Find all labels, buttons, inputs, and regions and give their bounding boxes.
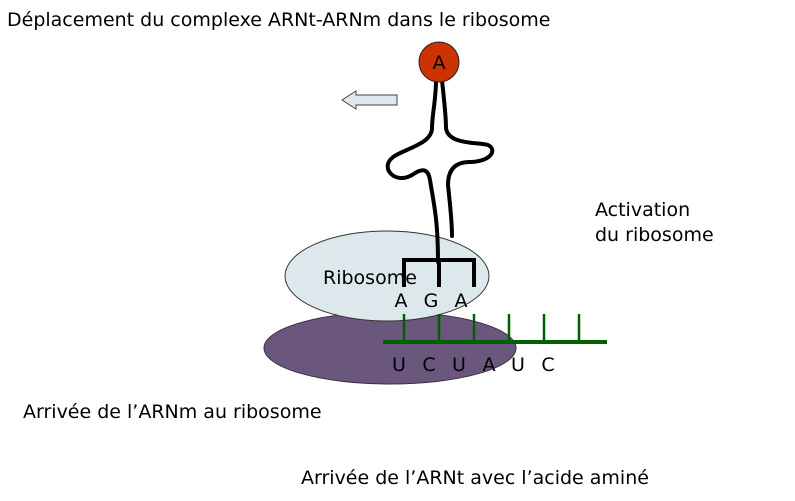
- ribosome-large-subunit: [263, 311, 517, 385]
- amino-acid-circle: [418, 41, 460, 83]
- left-arrow-icon: [341, 90, 398, 110]
- codon-base: C: [422, 354, 435, 376]
- anticodon-base: A: [395, 290, 408, 312]
- diagram-title: Déplacement du complexe ARNt-ARNm dans l…: [7, 9, 551, 31]
- activation-label-line2: du ribosome: [595, 224, 714, 246]
- codon-base: C: [541, 354, 554, 376]
- anticodon-bracket: [402, 258, 476, 287]
- codon-base: U: [392, 354, 406, 376]
- codon-base: U: [452, 354, 466, 376]
- trna-body: [385, 78, 495, 264]
- ribosome-label: Ribosome: [323, 267, 417, 289]
- anticodon-base: G: [424, 290, 439, 312]
- anticodon-base: A: [455, 290, 468, 312]
- codon-base: A: [483, 354, 496, 376]
- codon-base: U: [511, 354, 525, 376]
- arnt-arrival-label: Arrivée de l’ARNt avec l’acide aminé: [301, 467, 649, 489]
- activation-label-line1: Activation: [595, 199, 691, 221]
- amino-acid-label: A: [433, 52, 446, 74]
- arnm-arrival-label: Arrivée de l’ARNm au ribosome: [23, 401, 322, 423]
